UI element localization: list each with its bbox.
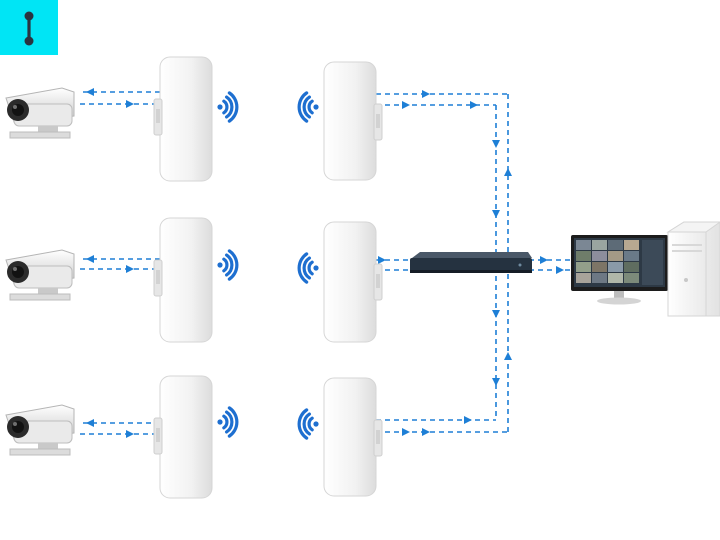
ip-camera: [5, 87, 75, 139]
arrowhead-left: [86, 255, 94, 263]
arrowhead-down: [492, 378, 500, 386]
arrowhead-right: [402, 101, 410, 109]
wireless-bridge: [153, 217, 213, 343]
ip-camera: [5, 249, 75, 301]
video-feed-tile: [576, 273, 591, 283]
arrowhead-right: [126, 430, 134, 438]
video-feed-tile: [624, 262, 639, 272]
arrowhead-down: [492, 140, 500, 148]
video-feed-tile: [576, 240, 591, 250]
ip-camera: [5, 404, 75, 456]
wireless-bridge: [323, 221, 383, 343]
monitor: [571, 235, 668, 305]
arrowhead-up: [504, 352, 512, 360]
video-feed-tile: [576, 251, 591, 261]
video-feed-tile: [624, 273, 639, 283]
arrowhead-left: [86, 88, 94, 96]
wifi-signal-icon: [297, 252, 319, 284]
wireless-bridge: [323, 377, 383, 497]
link-badge: [0, 0, 58, 55]
wifi-signal-icon: [217, 249, 239, 281]
link-icon: [24, 11, 34, 46]
video-feed-tile: [608, 262, 623, 272]
arrowhead-right: [402, 428, 410, 436]
video-feed-tile: [592, 240, 607, 250]
sidebar-panel: [642, 240, 663, 285]
arrowhead-right: [556, 266, 564, 274]
video-feed-tile: [608, 251, 623, 261]
arrowheads: [86, 88, 564, 438]
wireless-bridge: [153, 375, 213, 499]
wifi-signal-icon: [297, 91, 319, 123]
arrowhead-right: [126, 265, 134, 273]
arrowhead-right: [422, 90, 430, 98]
video-feed-tile: [608, 240, 623, 250]
arrowhead-right: [540, 256, 548, 264]
nvr-recorder: [410, 252, 532, 273]
wireless-bridge: [323, 61, 383, 181]
wireless-bridge: [153, 56, 213, 182]
wifi-signal-icon: [297, 408, 319, 440]
video-feed-tile: [592, 262, 607, 272]
video-feed-tile: [608, 273, 623, 283]
arrowhead-down: [492, 310, 500, 318]
video-feed-tile: [576, 262, 591, 272]
video-feed-tile: [592, 251, 607, 261]
video-feed-tile: [624, 251, 639, 261]
wifi-signal-icon: [217, 406, 239, 438]
arrowhead-up: [504, 168, 512, 176]
arrowhead-right: [126, 100, 134, 108]
arrowhead-left: [86, 419, 94, 427]
video-feed-tile: [624, 240, 639, 250]
wifi-signal-icon: [217, 91, 239, 123]
arrowhead-right: [470, 101, 478, 109]
arrowhead-down: [492, 210, 500, 218]
video-feed-tile: [592, 273, 607, 283]
arrowhead-right: [464, 416, 472, 424]
pc-tower: [666, 221, 720, 317]
arrowhead-right: [422, 428, 430, 436]
arrowhead-right: [378, 256, 386, 264]
